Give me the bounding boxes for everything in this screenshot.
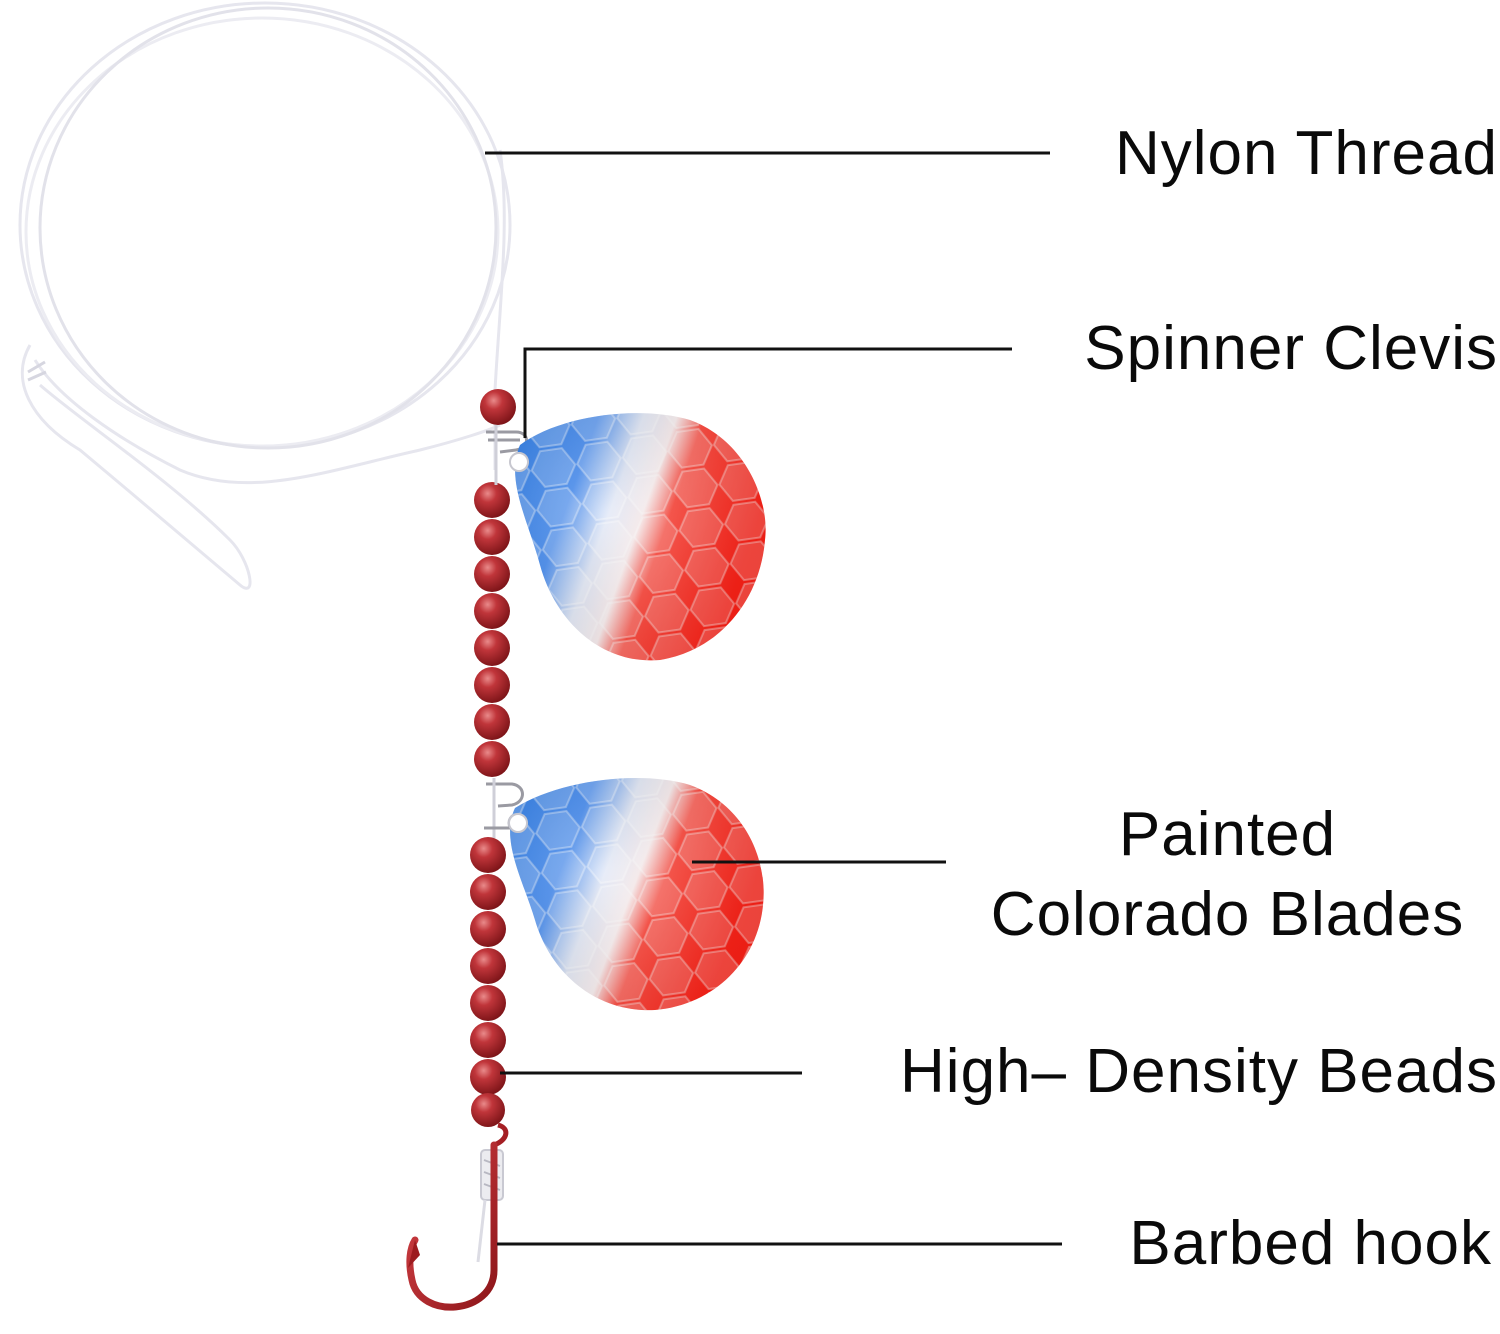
spinner-blade-icon: [509, 413, 766, 661]
label-painted-line1: Painted: [1118, 800, 1337, 869]
label-barbed-hook: Barbed hook: [1129, 1209, 1492, 1278]
nylon-thread-icon: [18, 1, 512, 590]
label-nylon-thread: Nylon Thread: [1114, 119, 1498, 188]
bead-icon: [480, 389, 516, 425]
bead-chain-lower: [470, 837, 506, 1127]
bead-icon: [474, 593, 510, 629]
spinner-blade-icon: [508, 778, 764, 1011]
leader-line-clevis: [523, 347, 1012, 438]
bead-icon: [474, 519, 510, 555]
bead-icon: [470, 837, 506, 873]
label-spinner-clevis: Spinner Clevis: [1084, 314, 1498, 383]
bead-icon: [474, 704, 510, 740]
bead-icon: [470, 948, 506, 984]
bead-icon: [471, 1093, 505, 1127]
bead-icon: [470, 1059, 506, 1095]
bead-icon: [470, 985, 506, 1021]
bead-icon: [474, 630, 510, 666]
leader-lines: [485, 151, 1062, 1246]
label-painted-colorado-blades: Painted Colorado Blades: [955, 795, 1500, 955]
label-high-density-beads: High– Density Beads: [900, 1037, 1498, 1106]
bead-icon: [470, 874, 506, 910]
bead-icon: [474, 741, 510, 777]
bead-chain-upper: [474, 389, 516, 777]
label-painted-line2: Colorado Blades: [990, 880, 1465, 949]
bead-icon: [470, 1022, 506, 1058]
bead-icon: [470, 911, 506, 947]
bead-icon: [474, 482, 510, 518]
bead-icon: [474, 667, 510, 703]
barbed-hook-icon: [406, 1122, 509, 1311]
bead-icon: [474, 556, 510, 592]
